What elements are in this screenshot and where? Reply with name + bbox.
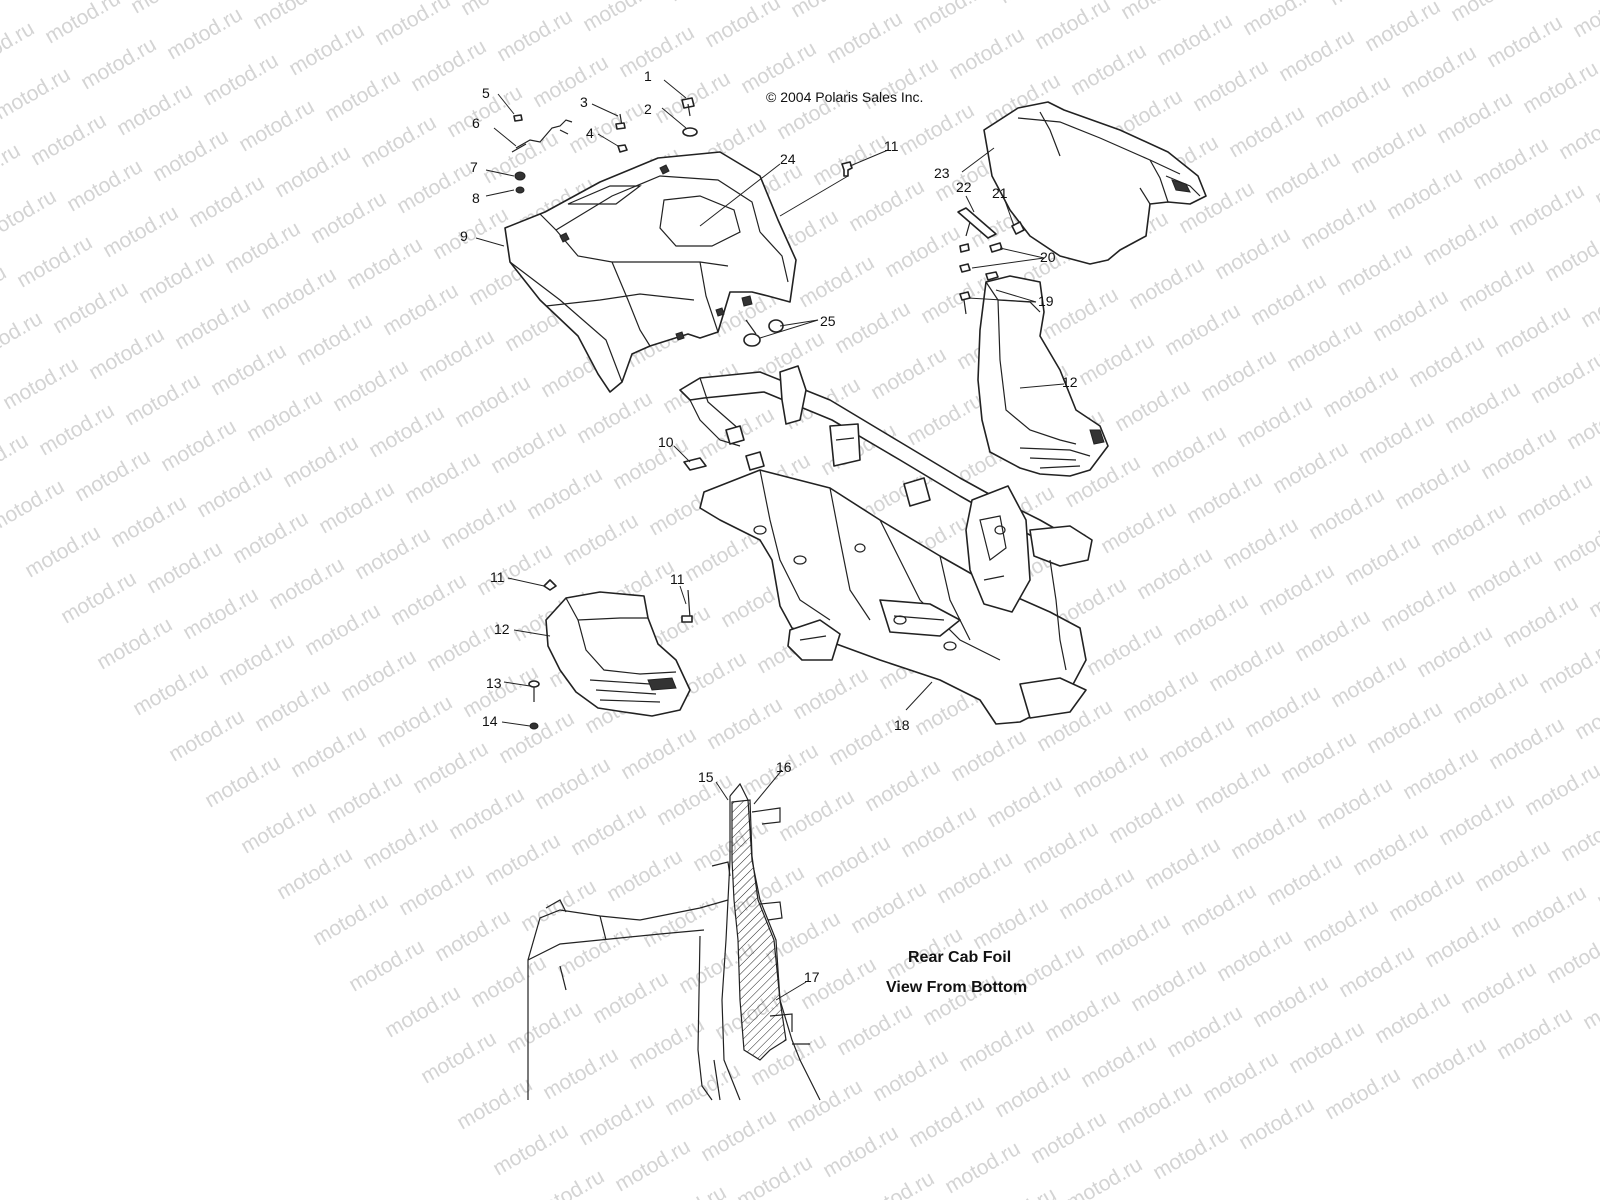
footwell-left [528,579,693,730]
seat [983,101,1207,265]
callout-7: 7 [470,159,478,175]
callout-5: 5 [482,85,490,101]
detail-rear-cab-foil [527,782,821,1101]
callout-9: 9 [460,228,468,244]
callout-2: 2 [644,101,652,117]
detail-caption-line2: View From Bottom [886,979,1027,996]
callout-14: 14 [482,713,498,729]
callout-3: 3 [580,94,588,110]
callout-12-right: 12 [1062,374,1078,390]
callout-12-left: 12 [494,621,510,637]
callout-23: 23 [934,165,950,181]
callout-6: 6 [472,115,480,131]
footwell-right [977,275,1109,477]
callout-11-top: 11 [884,138,899,154]
callout-13: 13 [486,675,502,691]
callout-10: 10 [658,434,674,450]
callout-19: 19 [1038,293,1054,309]
callout-4: 4 [586,125,594,141]
callout-21: 21 [992,185,1008,201]
callout-20: 20 [1040,249,1056,265]
callout-numbers: 1 2 3 4 5 6 7 8 9 10 11 11 11 12 12 13 1… [460,68,1078,985]
detail-caption-line1: Rear Cab Foil [908,949,1011,966]
callout-15: 15 [698,769,714,785]
leader-lines [475,79,1065,1001]
callout-16: 16 [776,759,792,775]
callout-24: 24 [780,151,796,167]
callout-25: 25 [820,313,836,329]
callout-22: 22 [956,179,972,195]
rear-cab [504,151,797,393]
callout-18: 18 [894,717,910,733]
callout-11-left: 11 [490,569,505,585]
callout-8: 8 [472,190,480,206]
hardware-top-left [511,97,853,347]
frame [679,365,1093,725]
callout-11-mid: 11 [670,571,685,587]
callout-1: 1 [644,68,652,84]
copyright-text: © 2004 Polaris Sales Inc. [766,89,923,105]
callout-17: 17 [804,969,820,985]
